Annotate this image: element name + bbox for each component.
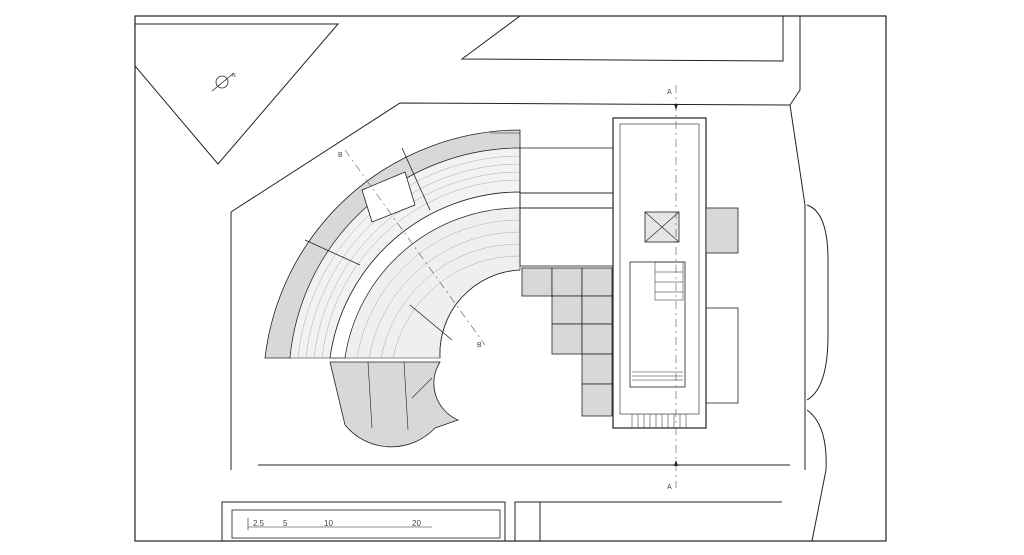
section-arrow-a-bottom-icon <box>674 460 678 466</box>
scale-bar: 2.5 5 10 20 <box>247 518 432 530</box>
east-lay-by <box>806 204 829 401</box>
south-panels <box>329 361 460 448</box>
section-marker-a-top: A <box>667 89 672 96</box>
main-building-inner <box>619 123 700 415</box>
north-block <box>460 15 784 62</box>
site-boundary <box>230 102 806 470</box>
hall-stage-lines <box>632 371 683 381</box>
south-block-left <box>221 501 506 541</box>
section-marker-a-bottom: A <box>667 484 672 491</box>
stair-block <box>361 171 416 223</box>
east-annex <box>705 207 739 254</box>
scale-tick-label: 20 <box>412 519 421 528</box>
south-panel-dividers <box>367 361 433 431</box>
skylight-icon <box>644 211 680 243</box>
section-marker-b-top: B <box>338 152 343 159</box>
aisle-west <box>304 239 361 266</box>
east-curb-bottom <box>806 409 827 542</box>
northwest-block <box>134 23 340 165</box>
stepped-platforms <box>521 267 613 417</box>
east-wing <box>705 307 739 404</box>
scale-tick-label: 2.5 <box>253 519 265 528</box>
section-line-b <box>344 149 486 346</box>
bridge-upper <box>519 147 616 194</box>
east-curb-top <box>789 16 801 106</box>
north-arrow-icon: N <box>211 72 236 92</box>
south-block-mid <box>514 501 541 541</box>
scale-bar-frame <box>231 509 501 539</box>
aisle-north <box>401 147 431 211</box>
section-arrow-a-top-icon <box>674 104 678 110</box>
main-building <box>612 117 707 429</box>
scale-tick-label: 10 <box>324 519 333 528</box>
aisle-southwest <box>409 304 453 341</box>
section-marker-b-center: B <box>477 342 482 349</box>
svg-text:N: N <box>232 73 236 79</box>
bridge-link <box>519 192 616 209</box>
stair-core-icon <box>654 261 684 301</box>
drawing-frame <box>134 15 887 542</box>
entrance-steps <box>631 414 687 428</box>
scale-tick-label: 5 <box>283 519 288 528</box>
stage-edge <box>439 269 521 359</box>
bridge-lower <box>519 207 616 267</box>
